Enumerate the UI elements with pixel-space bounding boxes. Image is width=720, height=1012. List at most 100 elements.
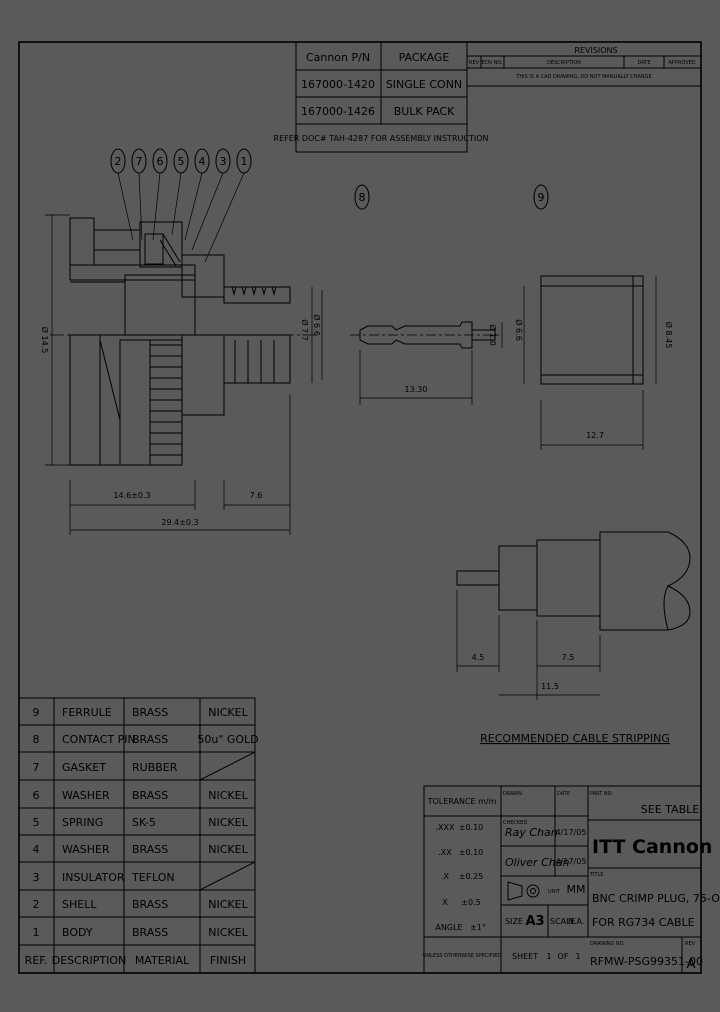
- package-header: PACKAGE: [399, 51, 450, 64]
- svg-text:FERRULE: FERRULE: [62, 706, 112, 719]
- package-row-1: SINGLE CONN: [386, 78, 462, 91]
- drawing-no: RFMW-PSG99351-00: [590, 955, 703, 968]
- title-label: TITLE: [589, 872, 604, 878]
- tol-xxx-value: ±0.10: [459, 823, 484, 832]
- drawing-no-label: DRAWING NO.: [590, 941, 625, 947]
- svg-text:NICKEL: NICKEL: [208, 816, 248, 829]
- dim-strip-2: 7.5: [562, 653, 575, 662]
- tol-int-value: ±0.5: [461, 898, 480, 907]
- scale-value: N.A.: [568, 917, 584, 926]
- cable-stripping-view: 4.5 7.5 11.5 RECOMMENDED CABLE STRIPPING: [456, 531, 691, 745]
- svg-text:BODY: BODY: [62, 926, 93, 939]
- pn-header: Cannon P/N: [306, 51, 370, 64]
- dim-ferrule-outer: Ø 8.45: [664, 322, 674, 349]
- balloon-4: 4: [184, 148, 210, 241]
- tol-angle-value: ±1°: [470, 923, 486, 932]
- pn-row-1: 167000-1420: [301, 78, 375, 91]
- bom-row-2: 2 SHELL BRASS NICKEL: [33, 898, 249, 911]
- rev-col-ecn: ECN NO.: [481, 60, 502, 66]
- rev-label: REV: [685, 941, 696, 947]
- dim-crimp-inner: Ø 6.6: [312, 314, 322, 336]
- drawn-name: Ray Chan: [505, 826, 558, 839]
- tol-xx-value: ±0.10: [459, 848, 484, 857]
- svg-text:BRASS: BRASS: [132, 706, 168, 719]
- svg-text:SPRING: SPRING: [62, 816, 103, 829]
- svg-text:4: 4: [199, 155, 206, 168]
- knurl-lines: [149, 339, 183, 466]
- checked-date: 4/17/05: [556, 857, 587, 866]
- dim-d1: 14.6±0.3: [113, 491, 150, 500]
- package-row-2: BULK PACK: [394, 105, 455, 118]
- checked-name: Oliver Chan: [505, 856, 569, 869]
- bom-row-7: 7 GASKET RUBBER: [33, 761, 178, 774]
- dim-ferrule-inner: Ø 6.6: [514, 319, 524, 341]
- dim-crimp-outer: Ø 7.7: [300, 319, 310, 341]
- stripping-label: RECOMMENDED CABLE STRIPPING: [480, 732, 670, 745]
- svg-text:NICKEL: NICKEL: [208, 898, 248, 911]
- of-label: OF: [558, 952, 569, 961]
- svg-text:REF.: REF.: [25, 954, 48, 967]
- svg-text:NICKEL: NICKEL: [208, 789, 248, 802]
- sheet-total: 1: [575, 952, 580, 961]
- balloon-7: 7: [131, 148, 147, 241]
- svg-text:50u" GOLD: 50u" GOLD: [197, 733, 258, 746]
- view-label-9: [533, 184, 549, 210]
- view-label-8: [354, 184, 370, 210]
- scale-label: SCALE: [550, 917, 576, 926]
- tol-x-value: ±0.25: [459, 872, 484, 881]
- balloon-1: 1: [204, 148, 252, 263]
- balloon-5: 5: [171, 148, 189, 236]
- svg-text:BRASS: BRASS: [132, 926, 168, 939]
- svg-text:CONTACT PIN: CONTACT PIN: [62, 733, 136, 746]
- rev-col-approved: APPROVED: [668, 60, 695, 66]
- tol-x-label: .X: [441, 872, 450, 881]
- pn-table: Cannon P/N PACKAGE 167000-1420 SINGLE CO…: [274, 41, 488, 153]
- svg-text:FINISH: FINISH: [210, 954, 246, 967]
- size-value: A3: [525, 914, 544, 929]
- contact-pin-view: 8 13.30 Ø 1.0: [350, 184, 503, 405]
- dim-strip-3: 11.5: [541, 682, 559, 691]
- svg-text:BRASS: BRASS: [132, 898, 168, 911]
- dim-pin-len: 13.30: [405, 385, 428, 394]
- svg-text:SK-5: SK-5: [132, 816, 156, 829]
- revisions-title: REVISIONS: [574, 46, 617, 55]
- rev-col-desc: DESCRIPTION: [547, 60, 581, 66]
- title-line-2: FOR RG734 CABLE: [592, 916, 695, 929]
- part-no-label: PART NO.: [590, 791, 613, 797]
- svg-text:3: 3: [220, 155, 227, 168]
- bom-row-4: 4 WASHER BRASS NICKEL: [33, 843, 249, 856]
- svg-text:9: 9: [33, 706, 40, 719]
- svg-text:6: 6: [33, 789, 40, 802]
- unless-specified: UNLESS OTHERWISE SPECIFIED: [423, 953, 502, 959]
- balloon-3: 3: [191, 148, 231, 251]
- tol-angle-label: ANGLE: [435, 923, 462, 932]
- title-block: TOLERANCE m/m .XXX ±0.10 .XX ±0.10 .X ±0…: [423, 785, 720, 974]
- checked-label: CHECKED: [503, 820, 527, 826]
- svg-text:2: 2: [115, 155, 122, 168]
- title-line-1: BNC CRIMP PLUG, 75-OHM: [592, 892, 720, 905]
- tolerance-title: TOLERANCE m/m: [427, 797, 497, 806]
- svg-text:WASHER: WASHER: [62, 843, 110, 856]
- svg-text:1: 1: [33, 926, 40, 939]
- svg-text:BRASS: BRASS: [132, 843, 168, 856]
- svg-text:2: 2: [33, 898, 40, 911]
- svg-text:5: 5: [33, 816, 40, 829]
- svg-text:NICKEL: NICKEL: [208, 843, 248, 856]
- tol-int-label: X: [442, 898, 448, 907]
- balloon-group: 2 7 6 5 4 3 1: [110, 148, 252, 263]
- crimp-ribs: [234, 340, 275, 383]
- svg-text:6: 6: [157, 155, 164, 168]
- svg-text:MATERIAL: MATERIAL: [135, 954, 190, 967]
- svg-text:WASHER: WASHER: [62, 789, 110, 802]
- bom-row-6: 6 WASHER BRASS NICKEL: [33, 789, 249, 802]
- unit-label: UNIT: [548, 889, 561, 895]
- bom-row-3: 3 INSULATOR TEFLON: [33, 871, 175, 884]
- svg-text:1: 1: [241, 155, 248, 168]
- drawn-label: DRAWN: [503, 791, 522, 797]
- balloon-6: 6: [152, 148, 168, 241]
- date-label-1: DATE: [557, 791, 570, 797]
- sheet-border: [18, 41, 702, 974]
- ferrule-view: 9 12.7 Ø 6.6 Ø 8.45: [514, 184, 674, 450]
- part-no-value: SEE TABLE: [641, 803, 699, 816]
- svg-text:DESCRIPTION: DESCRIPTION: [52, 954, 126, 967]
